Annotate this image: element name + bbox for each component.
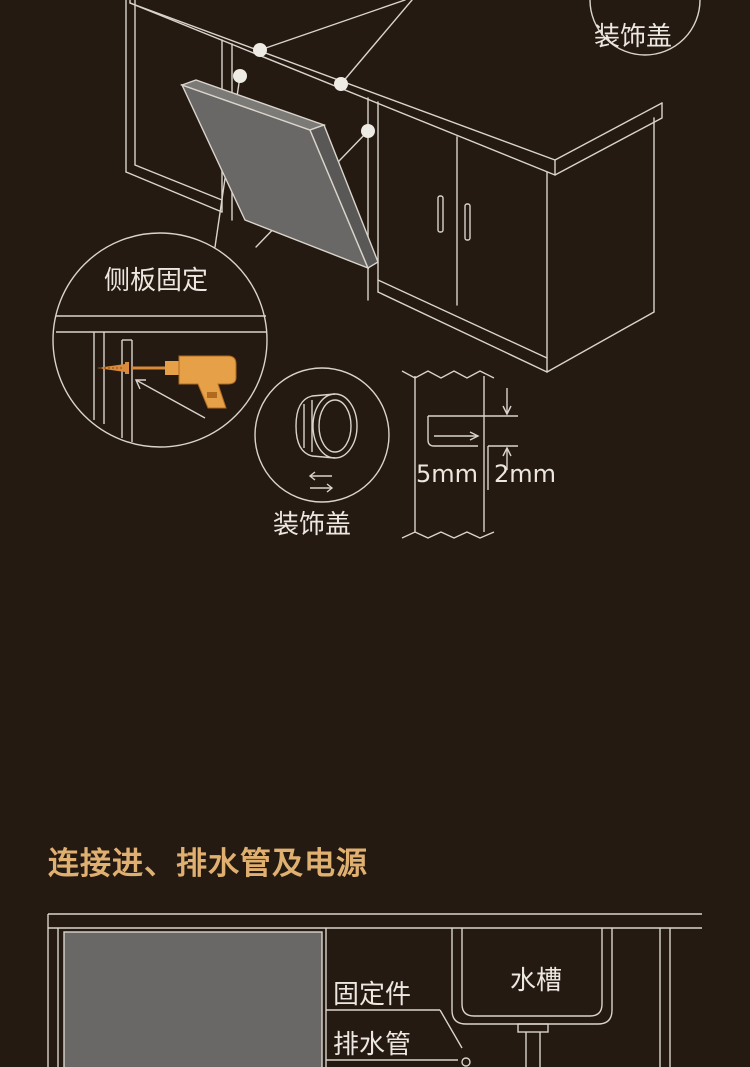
- gap-section-detail: [401, 370, 518, 539]
- callout-dot: [233, 69, 247, 83]
- adjust-arrows-icon: [308, 471, 334, 493]
- callout-dot: [253, 43, 267, 57]
- bottom-diagram: [47, 913, 702, 1067]
- callout-dot: [334, 77, 348, 91]
- cover-label-top: 装饰盖: [594, 22, 673, 52]
- cover-label-bottom: 装饰盖: [273, 510, 352, 540]
- section-title: 连接进、排水管及电源: [48, 846, 368, 882]
- callout-dots: [233, 43, 375, 138]
- sink-outline: [451, 928, 613, 1067]
- sink-label: 水槽: [510, 966, 563, 996]
- drain-pipe-leaders: [326, 1009, 471, 1067]
- side-panel-fixing-circle: [52, 232, 268, 448]
- dishwasher-panel: [179, 79, 379, 270]
- decorative-cover-circle: [254, 367, 390, 503]
- cover-detail-circle-top: [589, 0, 701, 56]
- gap-5mm-label: 5mm: [416, 460, 479, 488]
- fixing-part-label: 固定件: [333, 980, 412, 1010]
- drain-pipe-label: 排水管: [333, 1030, 412, 1060]
- dishwasher-body: [63, 931, 323, 1067]
- callout-dot: [361, 124, 375, 138]
- drill-icon: [131, 355, 237, 409]
- direction-arrow: [134, 379, 206, 419]
- screw-icon: [97, 362, 129, 374]
- cabinet-body: [125, 0, 655, 373]
- gap-2mm-label: 2mm: [494, 460, 557, 488]
- side-panel-fixing-label: 侧板固定: [104, 266, 209, 296]
